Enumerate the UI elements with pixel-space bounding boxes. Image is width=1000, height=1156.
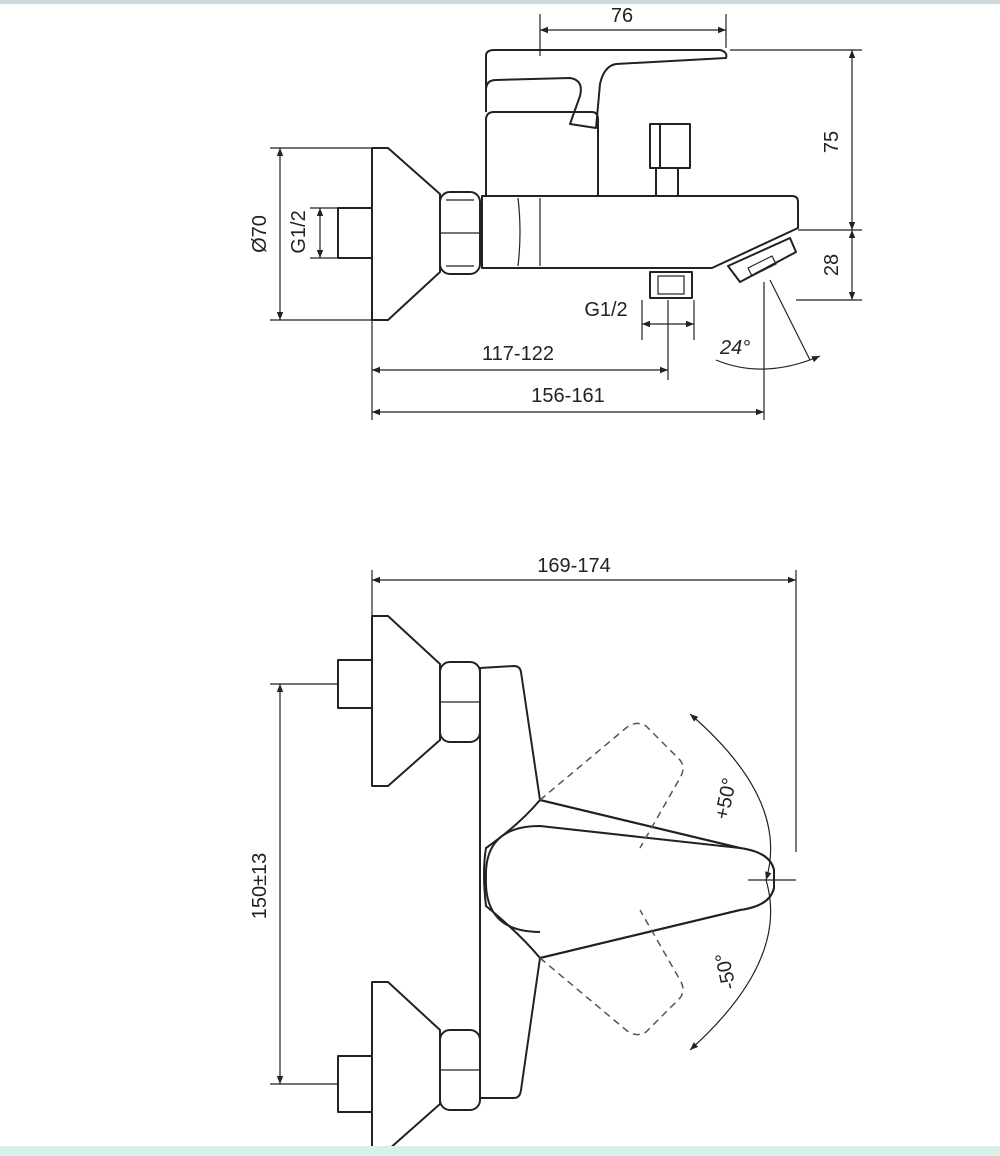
top-body-plate (479, 665, 775, 1099)
dim-label-shower-outlet-distance: 117-122 (482, 343, 554, 365)
top-lever-ghost-plus (539, 722, 684, 849)
dim-label-flange-diameter: Ø70 (249, 215, 271, 253)
top-lever-ghost-minus (539, 909, 684, 1036)
dim-label-rotation-minus: -50° (712, 951, 741, 992)
side-inlet-pipe (337, 207, 373, 259)
dim-label-rotation-plus: +50° (711, 776, 741, 822)
top-lower-flange (371, 981, 441, 1151)
side-cartridge-column (485, 111, 599, 196)
dim-label-overall-length: 169-174 (537, 555, 610, 577)
side-diverter-knob (649, 123, 691, 169)
side-shower-outlet (649, 271, 693, 299)
top-lower-inlet-pipe (337, 1055, 373, 1113)
dim-label-inlet-spacing: 150±13 (249, 853, 271, 920)
dim-label-spout-projection: 156-161 (531, 385, 604, 407)
top-border (0, 0, 1000, 4)
side-lever (485, 49, 728, 129)
dim-label-inlet-thread: G1/2 (288, 210, 310, 253)
dim-label-spout-height: 28 (821, 254, 843, 276)
dim-label-lever-height: 75 (821, 131, 843, 153)
side-spout (727, 237, 797, 283)
side-mixer-body (481, 195, 799, 269)
dim-label-lever-length: 76 (611, 5, 633, 27)
top-upper-flange (371, 615, 441, 787)
top-view: 169-174 +50° -50° 150±13 (249, 555, 797, 1151)
top-upper-inlet-pipe (337, 659, 373, 709)
top-lever-handle (483, 799, 775, 959)
dim-label-outlet-thread: G1/2 (584, 299, 627, 321)
dim-label-angle: 24° (719, 337, 750, 359)
bottom-border (0, 1146, 1000, 1156)
side-view: 24° 76 75 28 Ø70 G1/2 G1/2 117 (249, 5, 862, 420)
side-wall-flange (371, 147, 441, 321)
side-diverter-stem (655, 167, 679, 197)
